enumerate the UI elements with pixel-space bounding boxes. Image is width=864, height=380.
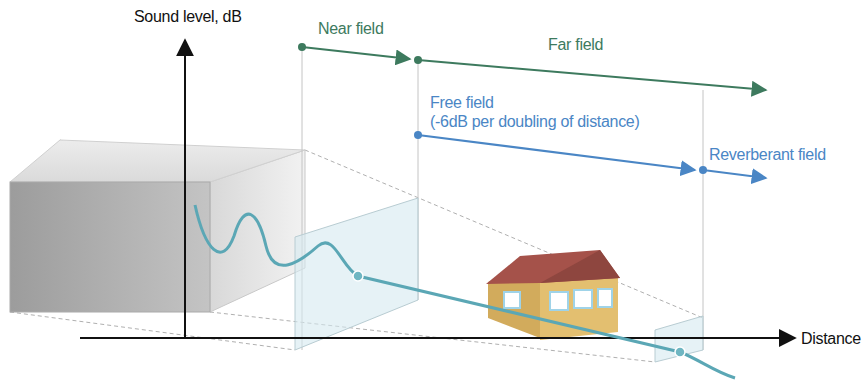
range-note: (-6dB per doubling of distance) — [430, 113, 640, 131]
curve-point — [353, 271, 363, 281]
axis-title: Sound level, dB — [134, 8, 242, 26]
range-label: Far field — [548, 36, 603, 54]
range-label: Reverberant field — [709, 146, 826, 164]
range-label: Free field — [430, 94, 494, 112]
house — [486, 250, 620, 340]
curve-point — [675, 347, 685, 357]
sound-level-curve — [195, 205, 735, 378]
range-label: Near field — [318, 20, 383, 38]
y-axis — [184, 40, 186, 338]
range-arrows — [298, 43, 766, 178]
axis-title: Distance — [801, 330, 861, 348]
x-axis — [80, 337, 795, 339]
perspective-lines — [10, 140, 703, 362]
near-field-plane — [295, 198, 418, 350]
